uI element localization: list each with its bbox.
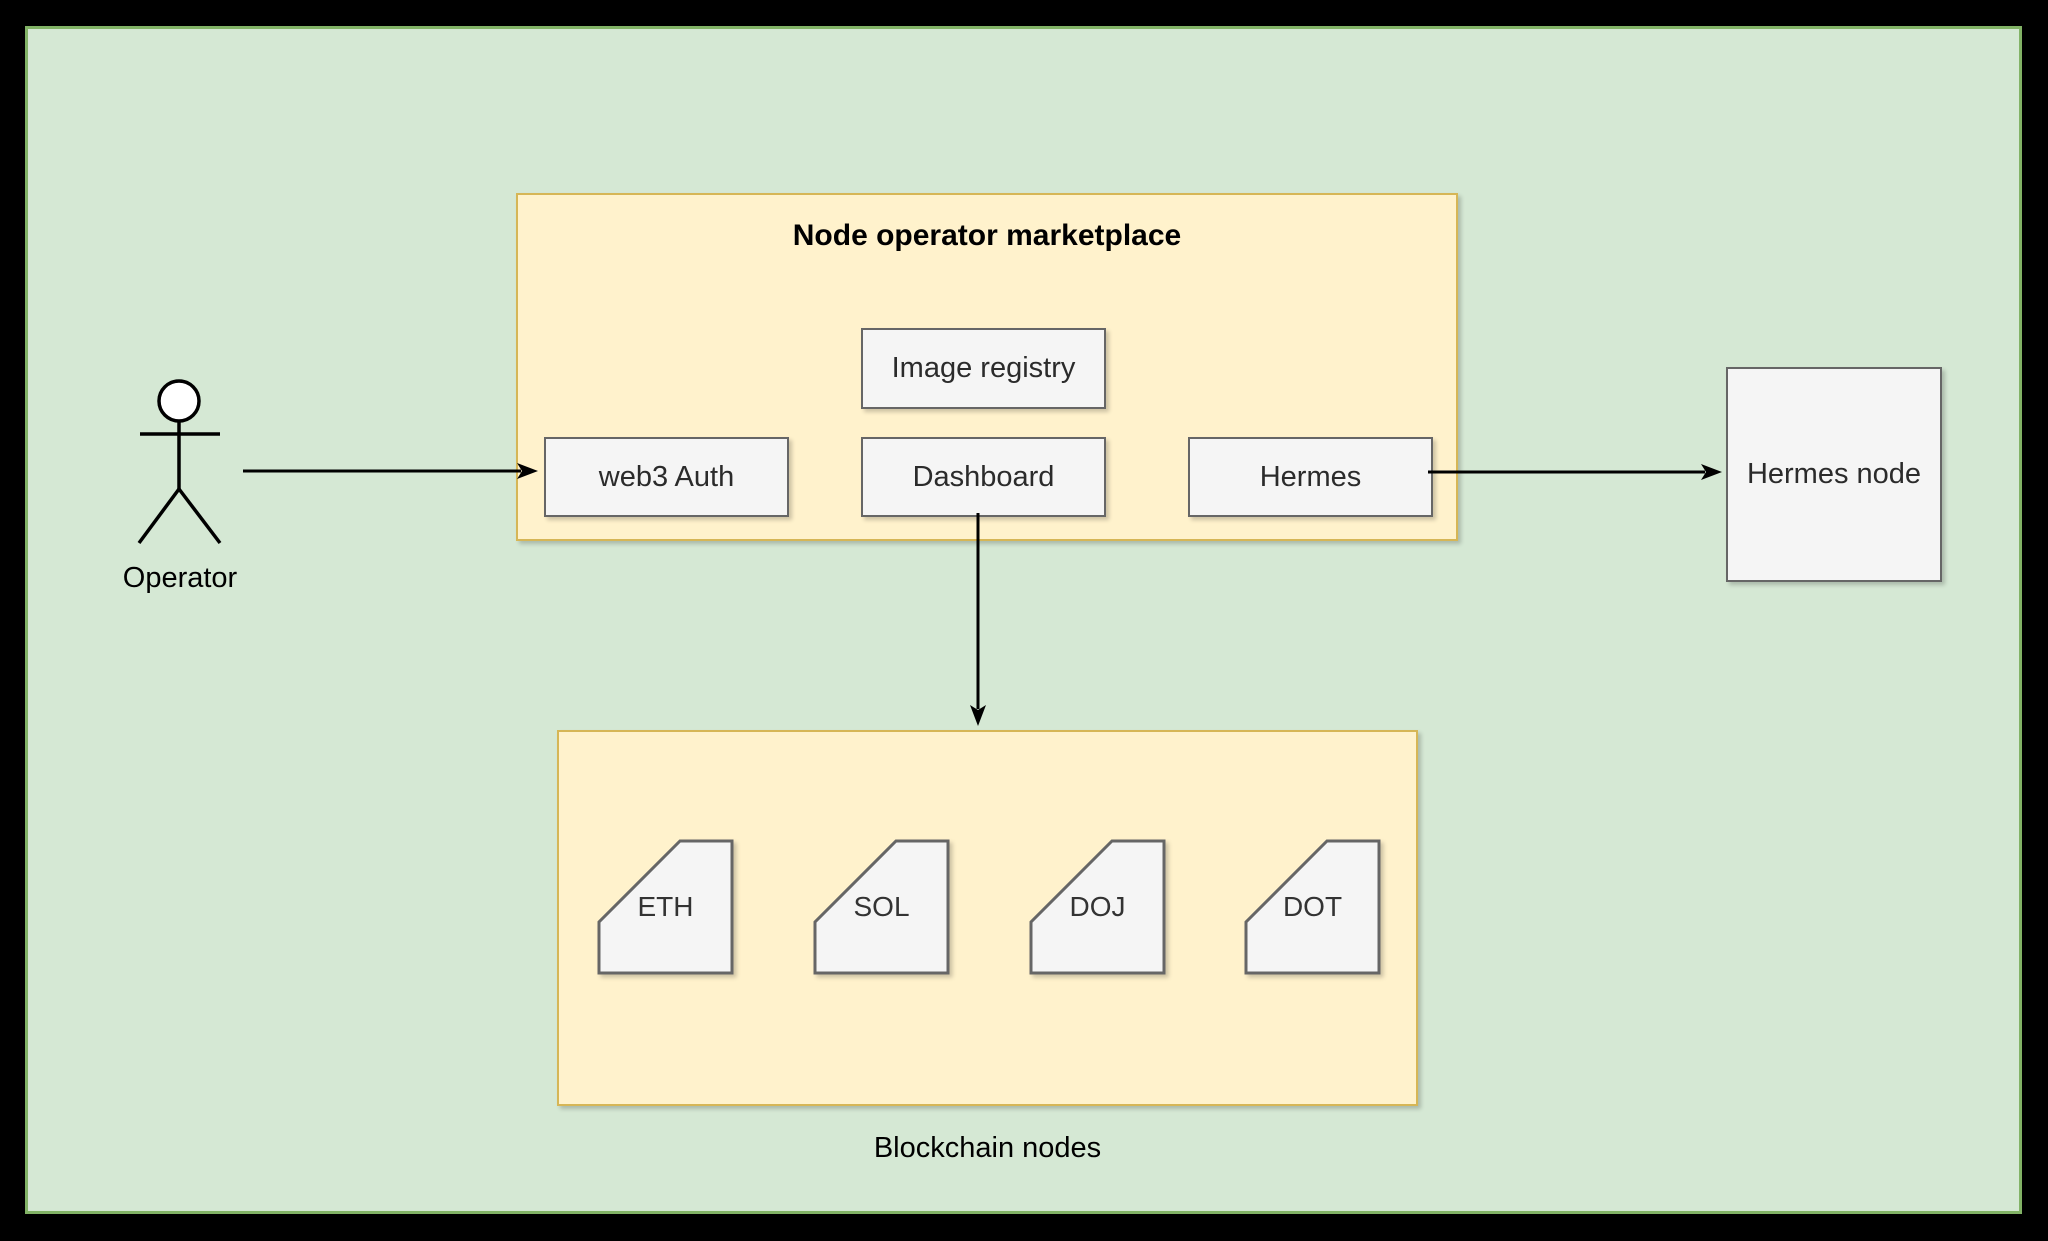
card-sol: SOL (813, 839, 950, 975)
diagram-canvas: Node operator marketplace Image registry… (25, 26, 2022, 1214)
operator-actor-icon (137, 379, 222, 545)
marketplace-title: Node operator marketplace (792, 219, 1182, 252)
card-eth-shape (597, 839, 734, 975)
card-doj-label: DOJ (1069, 891, 1126, 922)
node-dashboard: Dashboard (861, 437, 1106, 517)
blockchain-container: ETH SOL DOJ DOT (557, 730, 1418, 1106)
card-eth: ETH (597, 839, 734, 975)
node-web3-auth-label: web3 Auth (598, 460, 735, 493)
blockchain-caption: Blockchain nodes (873, 1132, 1102, 1164)
node-dashboard-label: Dashboard (912, 460, 1055, 493)
card-doj-shape (1029, 839, 1166, 975)
card-sol-shape (813, 839, 950, 975)
card-dot: DOT (1244, 839, 1381, 975)
card-sol-label: SOL (853, 891, 910, 922)
node-hermes: Hermes (1188, 437, 1433, 517)
node-hermes-node: Hermes node (1726, 367, 1942, 582)
marketplace-container: Node operator marketplace Image registry… (516, 193, 1458, 541)
node-hermes-node-label: Hermes node (1746, 458, 1922, 490)
card-dot-shape (1244, 839, 1381, 975)
node-hermes-label: Hermes (1259, 460, 1362, 493)
operator-label: Operator (122, 562, 238, 594)
node-web3-auth: web3 Auth (544, 437, 789, 517)
card-doj: DOJ (1029, 839, 1166, 975)
card-dot-label: DOT (1282, 891, 1343, 922)
node-image-registry-label: Image registry (891, 352, 1076, 384)
card-eth-label: ETH (637, 891, 694, 922)
node-image-registry: Image registry (861, 328, 1106, 409)
